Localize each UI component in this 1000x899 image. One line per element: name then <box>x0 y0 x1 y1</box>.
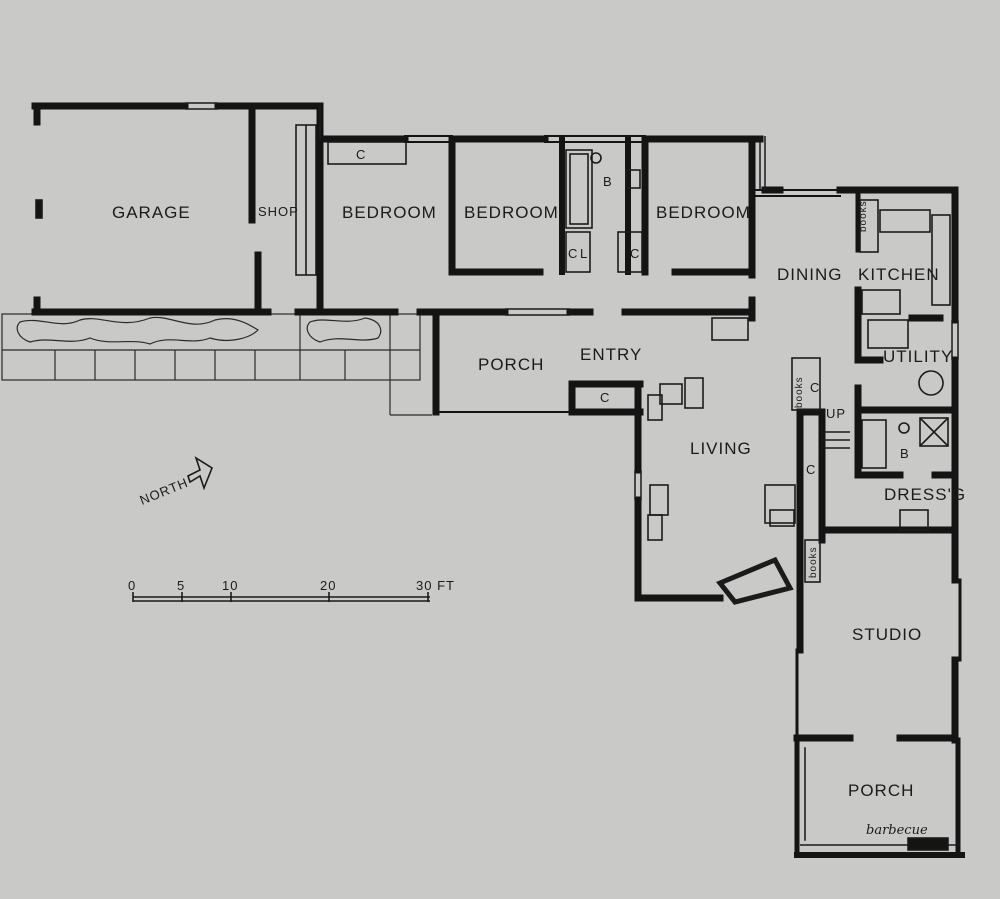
bedroom-3-label: BEDROOM <box>656 203 751 222</box>
scale-bar <box>132 592 430 602</box>
books-stair-label: books <box>794 376 805 408</box>
closet-bedroom-3-label: C <box>630 246 640 261</box>
rear-porch-label: PORCH <box>848 781 914 800</box>
dressing-label: DRESS'G <box>884 485 966 504</box>
hall-bath-label: B <box>603 174 613 189</box>
bedroom-1-label: BEDROOM <box>342 203 437 222</box>
entry-label: ENTRY <box>580 345 642 364</box>
studio-label: STUDIO <box>852 625 922 644</box>
books-studio-label: books <box>808 546 819 578</box>
scale-tick-20: 20 <box>320 578 336 593</box>
living-label: LIVING <box>690 439 752 458</box>
scale-labels: 0 5 10 20 30 FT <box>128 578 455 593</box>
planter-strip <box>1 313 432 416</box>
linen-closet-label: L <box>580 246 588 261</box>
shop-label: SHOP <box>258 204 299 219</box>
books-kitchen-label: books <box>858 200 869 232</box>
walls <box>31 102 965 858</box>
room-labels: GARAGE SHOP BEDROOM BEDROOM B BEDROOM DI… <box>112 174 966 800</box>
closet-bedroom-1-label: C <box>356 147 366 162</box>
garage-label: GARAGE <box>112 203 191 222</box>
bedroom-2-label: BEDROOM <box>464 203 559 222</box>
scale-tick-30: 30 FT <box>416 578 455 593</box>
fixtures <box>35 124 951 851</box>
barbecue-label: barbecue <box>866 823 928 838</box>
kitchen-label: KITCHEN <box>858 265 940 284</box>
utility-label: UTILITY <box>883 347 953 366</box>
closet-hall-label: C <box>806 462 816 477</box>
closet-stair-label: C <box>810 380 820 395</box>
stair-up-label: UP <box>826 406 846 421</box>
windows <box>185 102 960 846</box>
dining-label: DINING <box>777 265 843 284</box>
scale-tick-10: 10 <box>222 578 238 593</box>
scale-tick-5: 5 <box>177 578 185 593</box>
scale-tick-0: 0 <box>128 578 136 593</box>
closet-bath-left-label: C <box>568 246 578 261</box>
fixture-labels: C C L C C C C UP books books books barbe… <box>356 147 928 838</box>
front-porch-label: PORCH <box>478 355 544 374</box>
master-bath-label: B <box>900 446 910 461</box>
north-arrow-icon <box>187 456 213 491</box>
closet-entry-label: C <box>600 390 610 405</box>
